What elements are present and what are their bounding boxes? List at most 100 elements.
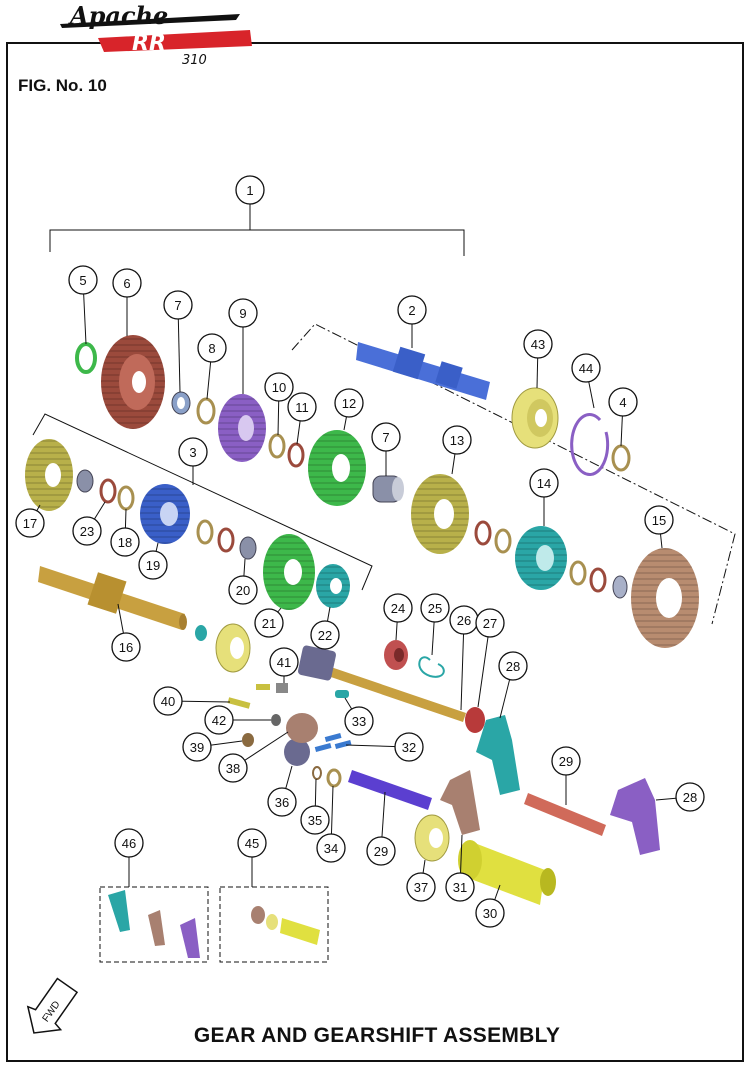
callout-circle [178,437,208,467]
washer-14a-icon [569,560,587,586]
washer-13b-icon [494,528,512,554]
diagram-title: GEAR AND GEARSHIFT ASSEMBLY [193,1024,561,1047]
fork-shaft-29b-icon [348,770,432,810]
callout-label: 36 [275,795,289,810]
callout-circle [264,372,294,402]
callout-circle [182,732,212,762]
callout-circle [287,392,317,422]
callout-c23: 23 [72,516,102,546]
callout-label: 21 [262,616,276,631]
callout-label: 23 [80,524,94,539]
callout-circle [551,746,581,776]
callout-label: 6 [123,276,130,291]
callout-circle [383,593,413,623]
callout-c11: 11 [287,392,317,422]
washer-27-icon [465,707,485,733]
callout-c10: 10 [264,372,294,402]
pin-33-icon [335,690,349,698]
bearing-7b-icon [372,475,404,503]
callout-circle [406,872,436,902]
callout-circle [608,387,638,417]
callout-label: 42 [212,713,226,728]
callout-circle [110,527,140,557]
callout-c32: 32 [394,732,424,762]
callout-c21: 21 [254,608,284,638]
callout-c27: 27 [475,608,505,638]
callout-circle [235,175,265,205]
callout-label: 32 [402,740,416,755]
gear-21-icon [263,534,315,610]
callout-circle [523,329,553,359]
callout-label: 24 [391,601,405,616]
gear-9-icon [218,394,266,462]
callout-c19: 19 [138,550,168,580]
callout-c33: 33 [344,706,374,736]
callout-label: 39 [190,740,204,755]
callout-circle [475,898,505,928]
callout-label: 38 [226,761,240,776]
callout-c41: 41 [269,647,299,677]
callout-c20: 20 [228,575,258,605]
washer-18-icon [117,485,135,511]
callout-c22: 22 [310,620,340,650]
callout-c44: 44 [571,353,601,383]
callout-c25: 25 [420,593,450,623]
callout-c29a: 29 [551,746,581,776]
callout-label: 14 [537,476,551,491]
callout-label: 5 [79,273,86,288]
callout-label: 26 [457,613,471,628]
callout-label: 28 [683,790,697,805]
callout-circle [114,828,144,858]
callout-label: 45 [245,836,259,851]
kit-46-box [99,886,209,963]
callout-circle [218,753,248,783]
callout-label: 17 [23,516,37,531]
callout-c36: 36 [267,787,297,817]
kit-45-segment-icon [251,906,265,924]
callout-c3: 3 [178,437,208,467]
callout-circle [15,508,45,538]
brand-line3: 310 [182,53,207,68]
callout-label: 28 [506,659,520,674]
bracket-assembly-1 [49,229,465,256]
callout-c34: 34 [316,833,346,863]
needle-bearing-16-icon [195,625,207,641]
diagram-frame [6,42,744,1062]
shift-shaft-26-icon [297,645,466,722]
callout-label: 43 [531,337,545,352]
kit-45-bearing-icon [266,914,278,930]
callout-label: 2 [408,303,415,318]
bolts-32-icon [314,732,352,752]
callout-label: 11 [295,400,309,415]
callout-label: 25 [428,601,442,616]
callout-c28b: 28 [675,782,705,812]
gear-19-icon [140,484,190,544]
callout-c7b: 7 [371,422,401,452]
callout-circle [228,298,258,328]
washer-41-icon [276,683,288,693]
callout-circle [571,353,601,383]
callout-circle [163,290,193,320]
callout-label: 22 [318,628,332,643]
callout-c46: 46 [114,828,144,858]
callout-circle [394,732,424,762]
callout-c12: 12 [334,388,364,418]
callout-c37: 37 [406,872,436,902]
callout-circle [111,632,141,662]
gear-12-icon [308,430,366,506]
callout-c35: 35 [300,805,330,835]
circlip-44-icon [570,413,610,477]
callout-label: 29 [374,844,388,859]
callout-c30: 30 [475,898,505,928]
kit-45-drum-icon [280,918,320,945]
washer-10-icon [268,433,286,459]
callout-label: 31 [453,880,467,895]
shift-drum-30-icon [458,840,556,905]
callout-circle [197,333,227,363]
callout-label: 34 [324,841,338,856]
callout-label: 35 [308,813,322,828]
callout-c29b: 29 [366,836,396,866]
callout-circle [442,425,472,455]
segment-38-icon [286,713,318,743]
